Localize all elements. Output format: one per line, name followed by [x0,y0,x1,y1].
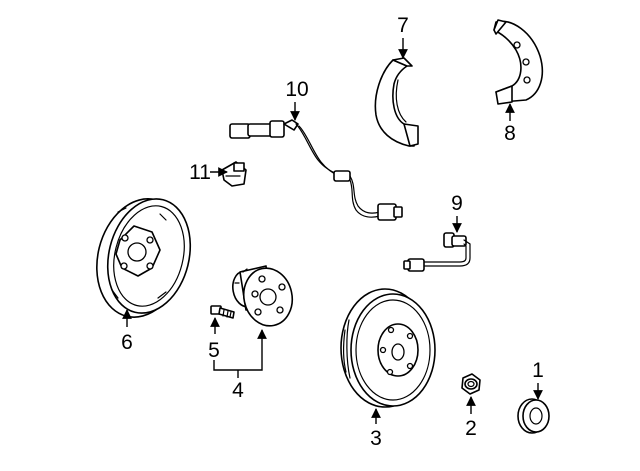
callout-3-label: 3 [370,427,382,450]
callout-2: 2 [465,396,477,440]
callout-10-label: 10 [285,78,308,101]
callout-7: 7 [397,14,409,59]
callout-8-label: 8 [504,122,516,145]
part-2-nut [461,373,481,395]
callout-4: 4 [213,329,267,402]
part-10-abs-sensor [229,119,403,221]
callout-4-bracket [213,329,267,371]
callout-11-label: 11 [189,161,211,184]
part-7-brake-shoe [374,57,419,147]
callout-9: 9 [451,192,463,233]
callout-1: 1 [532,359,544,400]
callout-6: 6 [121,309,133,354]
callout-5-label: 5 [208,339,220,362]
callout-5: 5 [208,317,220,362]
part-9-brake-hose [403,232,471,272]
callout-8: 8 [504,103,516,145]
part-3-brake-drum [340,288,436,408]
callout-9-label: 9 [451,192,463,215]
callout-4-label: 4 [232,379,244,402]
part-1-cap [517,398,550,434]
part-5-bolt [210,305,235,319]
callout-3: 3 [370,408,382,450]
callout-6-label: 6 [121,331,133,354]
callout-7-label: 7 [397,14,409,37]
callout-10: 10 [285,78,309,121]
part-11-bracket [221,161,247,187]
callout-1-label: 1 [532,359,544,382]
part-6-backing-plate [96,198,192,318]
callout-11: 11 [189,161,228,184]
part-4-hub-bearing [232,265,294,327]
callout-2-label: 2 [465,417,477,440]
part-8-brake-shoe [493,19,544,105]
